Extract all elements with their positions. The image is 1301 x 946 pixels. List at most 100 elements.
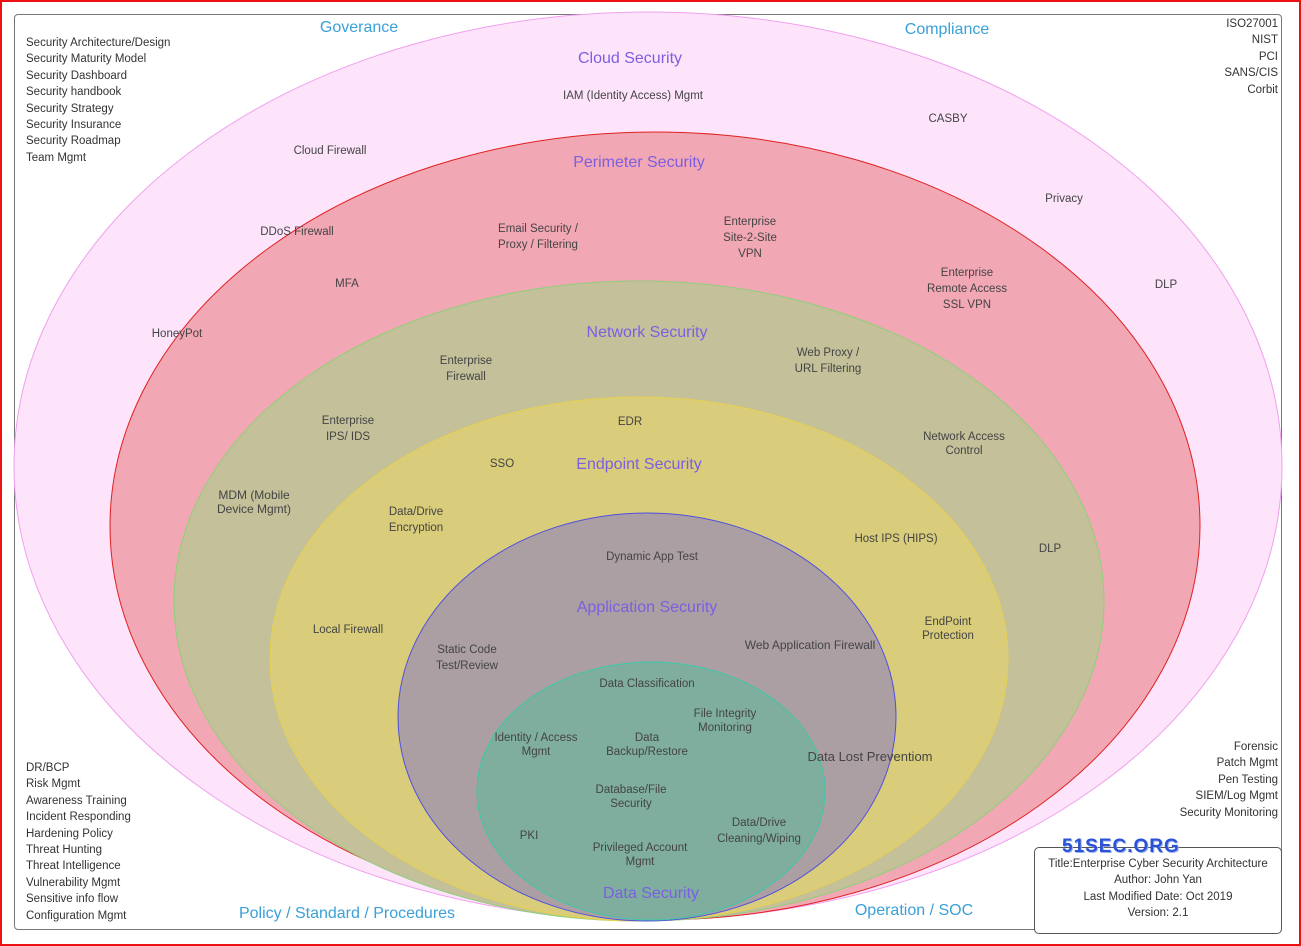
line: Email Security / [498, 223, 578, 235]
line: Enterprise [940, 267, 994, 279]
line: Privileged Account [592, 842, 688, 854]
line: Web Proxy / [796, 347, 860, 359]
info-title: Title:Enterprise Cyber Security Architec… [1048, 858, 1268, 870]
list-item: Security Strategy [26, 102, 114, 115]
data-security-title: Data Security [602, 885, 700, 902]
dlp-cloud-label: DLP [1154, 279, 1178, 291]
list-item: Security Monitoring [1179, 806, 1278, 819]
edr-label: EDR [617, 416, 643, 428]
list-item: Forensic [1233, 741, 1278, 753]
line: Cleaning/Wiping [717, 833, 801, 845]
list-item: Sensitive info flow [26, 893, 119, 906]
operation-list: Forensic Patch Mgmt Pen Testing SIEM/Log… [1180, 739, 1278, 821]
line: MDM (Mobile [218, 488, 290, 502]
line: Identity / Access [494, 732, 578, 744]
line: Data [634, 732, 660, 744]
info-version: Version: 2.1 [1127, 906, 1189, 919]
line: SSL VPN [942, 299, 992, 311]
line: Mgmt [521, 746, 551, 758]
list-item: Configuration Mgmt [26, 909, 127, 922]
line: Proxy / Filtering [498, 239, 578, 251]
list-item: Security Roadmap [26, 135, 121, 148]
line: Data/Drive [388, 506, 444, 518]
info-box: Title:Enterprise Cyber Security Architec… [1034, 847, 1282, 934]
web-proxy-label: Web Proxy / URL Filtering [795, 345, 862, 377]
line: Data/Drive [731, 817, 787, 829]
ddos-firewall-label: DDoS Firewall [260, 226, 334, 238]
list-item: Security Insurance [26, 119, 122, 132]
line: Device Mgmt) [216, 502, 292, 516]
line: Mgmt [625, 856, 655, 868]
network-security-title: Network Security [586, 324, 708, 341]
line: Control [945, 445, 983, 457]
cloud-security-title: Cloud Security [577, 50, 683, 67]
line: Network Access [923, 431, 1005, 443]
waf-label: Web Application Firewall [744, 638, 876, 652]
info-author: Author: John Yan [1114, 874, 1202, 887]
local-firewall-label: Local Firewall [312, 624, 384, 636]
list-item: PCI [1258, 50, 1278, 63]
line: VPN [738, 248, 762, 260]
list-item: Awareness Training [26, 794, 127, 807]
line: Site-2-Site [723, 232, 777, 244]
dlp-network-label: DLP [1038, 543, 1062, 555]
policy-heading: Policy / Standard / Procedures [238, 905, 456, 922]
compliance-heading: Compliance [904, 21, 990, 38]
list-item: Pen Testing [1218, 773, 1278, 786]
line: Protection [922, 630, 974, 642]
line: EndPoint [924, 616, 972, 628]
line: Monitoring [698, 722, 752, 734]
line: Enterprise [439, 355, 493, 367]
operation-heading: Operation / SOC [854, 902, 974, 919]
line: URL Filtering [794, 363, 862, 375]
application-security-title: Application Security [576, 599, 718, 616]
list-item: SIEM/Log Mgmt [1195, 790, 1278, 803]
mfa-label: MFA [335, 278, 359, 290]
perimeter-security-title: Perimeter Security [573, 154, 705, 171]
line: Database/File [595, 784, 667, 796]
list-item: NIST [1251, 34, 1278, 47]
compliance-list: ISO27001 NIST PCI SANS/CIS Corbit [1224, 16, 1278, 98]
list-item: Threat Intelligence [26, 860, 121, 873]
list-item: SANS/CIS [1224, 67, 1278, 80]
info-modified: Last Modified Date: Oct 2019 [1083, 890, 1233, 903]
list-item: Security Dashboard [26, 69, 127, 82]
data-security-ellipse [476, 661, 826, 921]
hips-label: Host IPS (HIPS) [854, 533, 938, 545]
casby-label: CASBY [928, 113, 968, 125]
line: Security [610, 798, 652, 810]
watermark-logo: 51SEC.ORG [1062, 836, 1180, 857]
list-item: ISO27001 [1226, 18, 1278, 30]
governance-list: Security Architecture/Design Security Ma… [26, 35, 170, 166]
list-item: Vulnerability Mgmt [26, 876, 121, 889]
list-item: Corbit [1247, 83, 1278, 96]
data-loss-prevention-label: Data Lost Preventiom [807, 749, 933, 764]
honeypot-label: HoneyPot [151, 328, 203, 340]
governance-heading: Goverance [319, 19, 399, 36]
sso-label: SSO [489, 458, 515, 470]
list-item: Security handbook [26, 86, 122, 99]
line: Encryption [388, 522, 444, 534]
list-item: Patch Mgmt [1216, 757, 1278, 770]
pki-label: PKI [519, 830, 539, 842]
list-item: Team Mgmt [26, 151, 87, 164]
endpoint-security-title: Endpoint Security [576, 456, 702, 473]
line: Firewall [446, 371, 486, 383]
policy-list: DR/BCP Risk Mgmt Awareness Training Inci… [26, 760, 131, 924]
list-item: Risk Mgmt [26, 778, 81, 791]
list-item: DR/BCP [26, 762, 70, 774]
line: Backup/Restore [606, 746, 688, 758]
data-classification-label: Data Classification [599, 678, 695, 690]
